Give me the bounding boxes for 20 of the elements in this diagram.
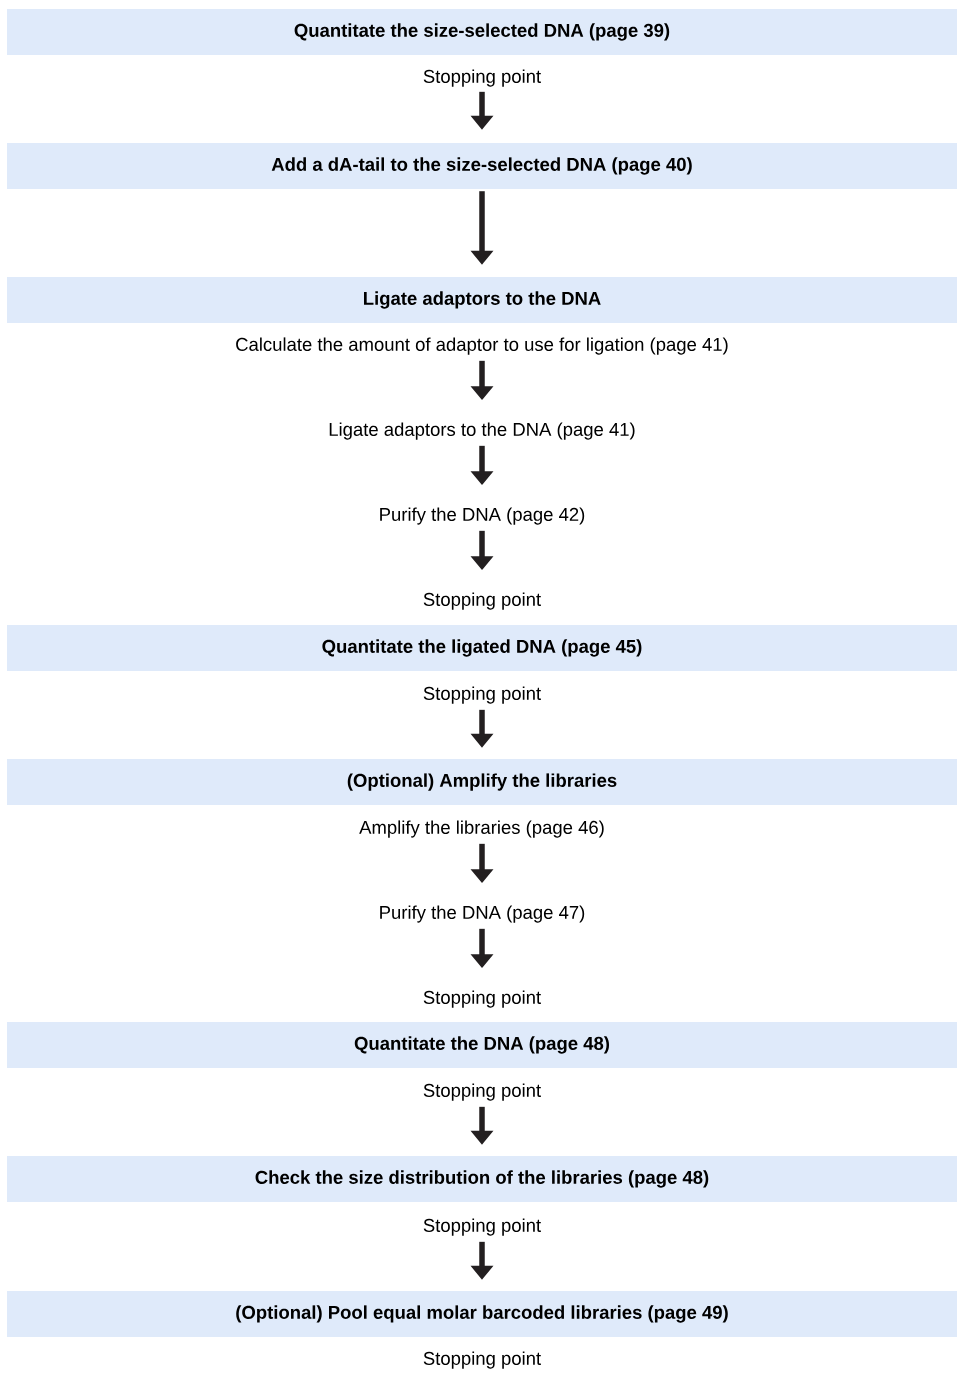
step-text: Calculate the amount of adaptor to use for ligation (page 41) [236, 337, 728, 355]
step-band: (Optional) Amplify the libraries [7, 759, 957, 805]
step-text: Stopping point [423, 592, 541, 610]
step-text: Stopping point [423, 1218, 541, 1236]
step-band: Quantitate the DNA (page 48) [7, 1022, 957, 1068]
step-text: Purify the DNA (page 42) [380, 507, 585, 525]
step-text: Amplify the libraries (page 46) [359, 820, 604, 838]
step-band: Quantitate the size-selected DNA (page 39) [7, 9, 957, 55]
step-band: Check the size distribution of the libraries (page 48) [7, 1156, 957, 1202]
step-text: Stopping point [423, 69, 541, 87]
step-text: Purify the DNA (page 47) [380, 905, 585, 923]
step-text: Stopping point [423, 1083, 541, 1101]
step-band: (Optional) Pool equal molar barcoded libraries (page 49) [7, 1291, 957, 1337]
step-text: Ligate adaptors to the DNA (page 41) [329, 422, 635, 440]
step-text: Stopping point [423, 1351, 541, 1369]
step-band: Quantitate the ligated DNA (page 45) [7, 625, 957, 671]
step-text: Stopping point [423, 686, 541, 704]
step-band: Add a dA-tail to the size-selected DNA (page 40) [7, 143, 957, 189]
step-text: Stopping point [423, 990, 541, 1008]
step-band: Ligate adaptors to the DNA [7, 277, 957, 323]
